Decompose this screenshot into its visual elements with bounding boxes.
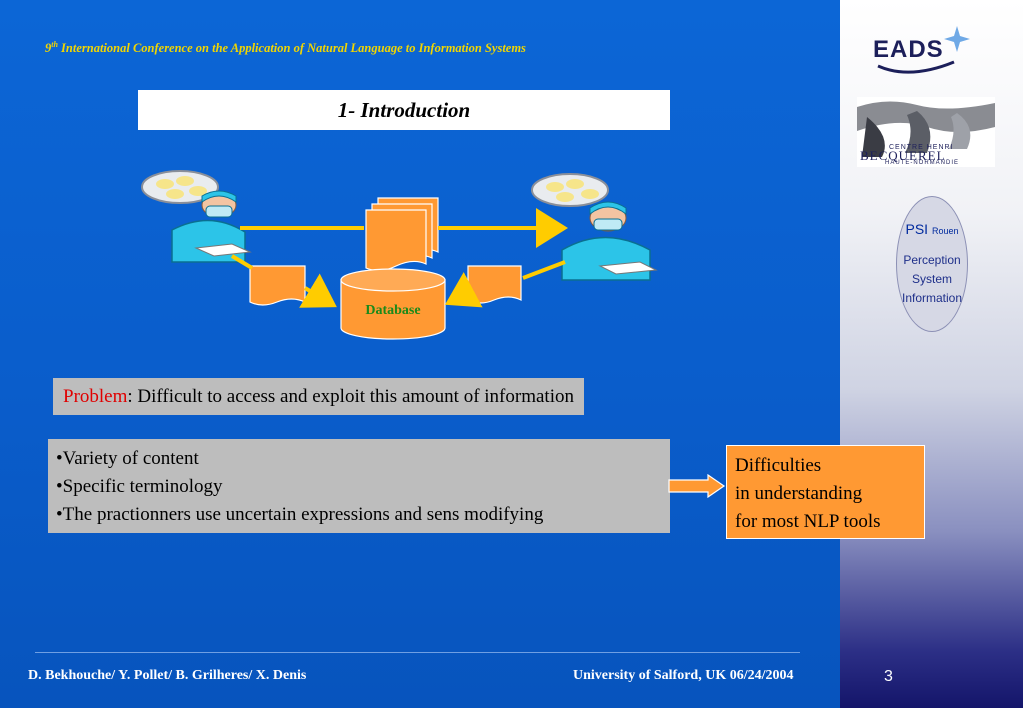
eads-logo: EADS	[873, 36, 944, 63]
eads-logo-mark	[877, 26, 970, 74]
page-number: 3	[884, 668, 893, 685]
conference-title: 9th International Conference on the Appl…	[45, 40, 526, 56]
difficulty-line: for most NLP tools	[735, 511, 881, 532]
psi-line: System	[911, 272, 952, 286]
difficulty-line: Difficulties	[735, 455, 822, 476]
footer-authors: D. Bekhouche/ Y. Pollet/ B. Grilheres/ X…	[28, 668, 307, 683]
left-document-icon	[249, 265, 306, 306]
psi-line: Perception	[903, 253, 961, 267]
right-doctor-icon	[531, 173, 658, 281]
becquerel-line: CENTRE HENRI	[889, 144, 954, 151]
right-arrow-icon	[668, 474, 726, 498]
document-stack-icon	[365, 197, 439, 272]
workflow-diagram	[141, 170, 658, 340]
database-label: Database	[365, 303, 421, 318]
flow-arrows	[230, 208, 568, 308]
problem-text: : Difficult to access and exploit this a…	[127, 385, 574, 407]
left-doctor-icon	[141, 170, 252, 263]
problem-statement: Problem: Difficult to access and exploit…	[53, 378, 584, 415]
list-item: •Specific terminology	[56, 476, 223, 497]
becquerel-line: HAUTE-NORMANDIE	[885, 160, 960, 166]
becquerel-line: BECQUEREL	[860, 148, 946, 163]
problem-label: Problem	[63, 385, 128, 407]
slide-title: 1- Introduction	[138, 90, 670, 130]
footer-university: University of Salford, UK 06/24/2004	[573, 668, 794, 683]
becquerel-logo: CENTRE HENRI BECQUEREL HAUTE-NORMANDIE	[857, 97, 995, 167]
footer-divider	[35, 652, 800, 653]
list-item: •The practionners use uncertain expressi…	[56, 504, 544, 525]
database-icon	[340, 268, 446, 340]
difficulty-line: in understanding	[735, 483, 863, 504]
list-item: •Variety of content	[56, 448, 199, 469]
difficulty-box: Difficulties in understanding for most N…	[726, 445, 925, 539]
psi-small: Rouen	[931, 226, 959, 236]
psi-label: PSI	[905, 221, 929, 237]
right-document-icon	[467, 265, 522, 304]
bullet-list: •Variety of content •Specific terminolog…	[48, 439, 670, 533]
psi-badge: PSI Rouen Perception System Information	[896, 196, 968, 332]
psi-line: Information	[901, 291, 963, 305]
